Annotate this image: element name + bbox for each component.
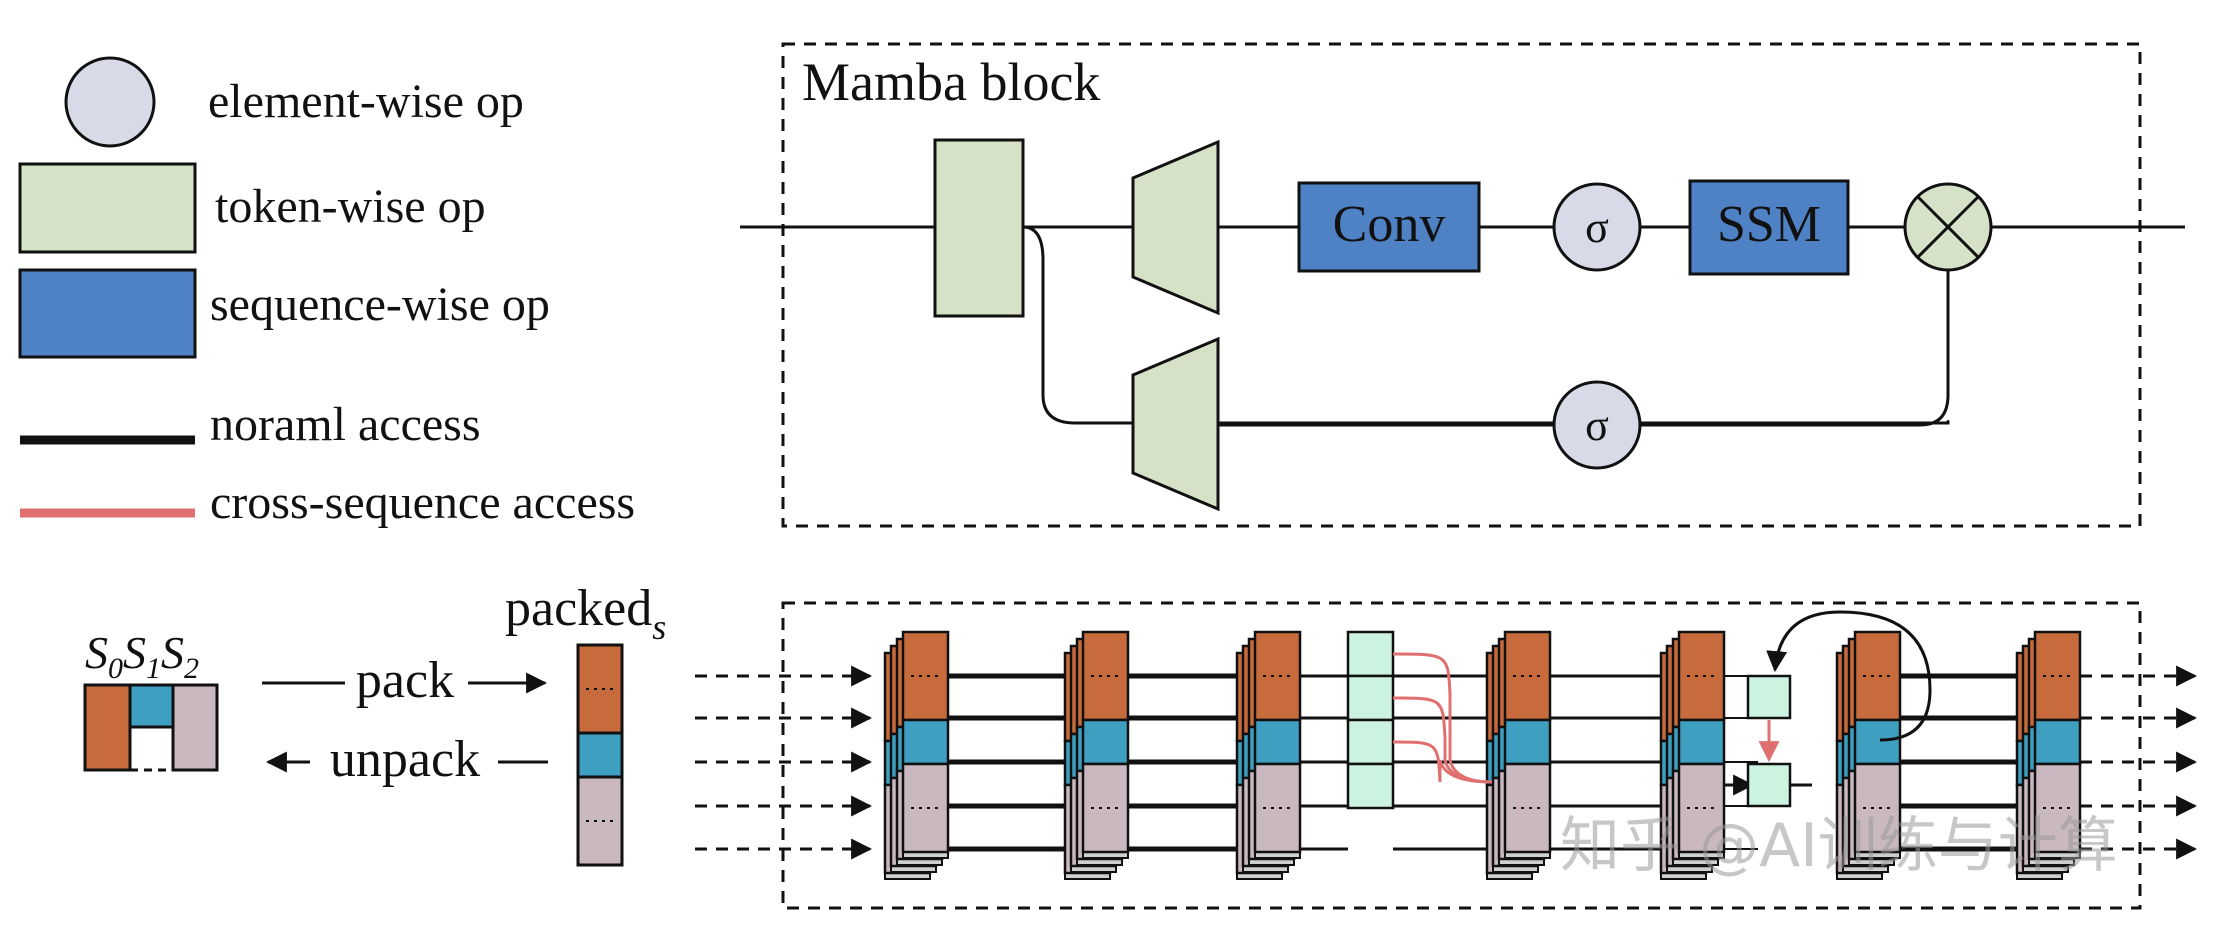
legend-element-wise-label: element-wise op <box>208 75 524 128</box>
ssm-sequence-op <box>1688 179 1850 276</box>
watermark-text: 知乎 @AI训练与计算 <box>1560 811 2118 881</box>
norm-token-op <box>933 138 1025 318</box>
packed-seq1 <box>576 731 624 779</box>
cross-access-curve-1 <box>1392 696 1493 784</box>
packing-section: S0S1S2 pack unpack packeds <box>83 580 666 867</box>
pack-label: pack <box>356 652 454 709</box>
stack-2-seq1-frame-0 <box>1253 718 1302 766</box>
stack-1-seq2-frame-0 <box>1081 762 1130 854</box>
stack-6-seq2-frame-0 <box>2033 762 2082 854</box>
ssm-state-box-top <box>1746 674 1792 720</box>
seq2-block <box>171 683 219 772</box>
stack-0-seq2-frame-0 <box>901 762 950 854</box>
conv-label: Conv <box>1333 196 1446 253</box>
seq0-block <box>83 683 132 772</box>
stack-1-seq1-frame-0 <box>1081 718 1130 766</box>
branch-data-line <box>1022 225 1950 425</box>
conv-column-cell-1 <box>1346 674 1395 722</box>
conv-column-cell-0 <box>1346 630 1395 678</box>
pipeline-block <box>695 601 2198 910</box>
stack-5-seq2-frame-0 <box>1853 762 1902 854</box>
stack-0-seq1-frame-0 <box>901 718 950 766</box>
legend-sequence-wise-label: sequence-wise op <box>210 278 550 331</box>
ssm-feedback-arrow <box>1766 610 1932 742</box>
stack-1-seq0-frame-0 <box>1081 630 1130 722</box>
stack-2-seq0-frame-0 <box>1253 630 1302 722</box>
element-wise-op-legend-icon <box>64 56 156 148</box>
stack-2-seq2-frame-0 <box>1253 762 1302 854</box>
cross-access-curve-2 <box>1392 740 1493 784</box>
stack-3-seq1-frame-0 <box>1503 718 1552 766</box>
stack-4-seq1-frame-0 <box>1677 718 1726 766</box>
sigma-top-op <box>1552 182 1642 272</box>
packed-seq2 <box>576 775 624 867</box>
sigma-top-label: σ <box>1585 203 1609 252</box>
stack-6-seq1-frame-0 <box>2033 718 2082 766</box>
pipeline-elements <box>695 610 2198 880</box>
token-wise-op-legend-icon <box>18 162 197 254</box>
in-projection-top <box>1131 139 1220 316</box>
packed-seq0 <box>576 643 624 735</box>
stack-4-seq2-frame-0 <box>1677 762 1726 854</box>
conv-sequence-op <box>1297 181 1481 273</box>
sigma-bottom-label: σ <box>1585 401 1609 450</box>
conv-column-cell-3 <box>1346 762 1395 810</box>
unpack-label: unpack <box>330 731 480 788</box>
ssm-state-box-bottom <box>1746 762 1792 808</box>
stack-5-seq1-frame-0 <box>1853 718 1902 766</box>
conv-column-cell-2 <box>1346 718 1395 766</box>
stack-4-seq0-frame-0 <box>1677 630 1726 722</box>
stack-5-seq0-frame-0 <box>1853 630 1902 722</box>
seq1-block <box>128 683 175 729</box>
gate-return-line <box>1218 265 1950 427</box>
packed-label: packeds <box>505 580 666 647</box>
mamba-block-title: Mamba block <box>802 52 1100 112</box>
legend-cross-sequence-access-label: cross-sequence access <box>210 476 635 529</box>
legend-token-wise-label: token-wise op <box>215 180 486 233</box>
in-projection-bottom <box>1131 336 1220 512</box>
stack-0-seq0-frame-0 <box>901 630 950 722</box>
stack-3-seq2-frame-0 <box>1503 762 1552 854</box>
sequence-wise-op-legend-icon <box>18 268 197 359</box>
pipeline-block-border <box>781 601 2142 910</box>
mamba-block: Mamba block Conv σ SSM σ <box>740 42 2185 528</box>
sigma-bottom-op <box>1552 380 1642 470</box>
sequences-label: S0S1S2 <box>85 627 199 685</box>
stack-3-seq0-frame-0 <box>1503 630 1552 722</box>
mamba-block-border <box>781 42 2142 528</box>
legend-normal-access-label: noraml access <box>210 398 481 451</box>
legend: element-wise op token-wise op sequence-w… <box>18 56 635 529</box>
stack-6-seq0-frame-0 <box>2033 630 2082 722</box>
multiply-cross-b <box>1916 195 1980 259</box>
ssm-label: SSM <box>1717 196 1821 253</box>
